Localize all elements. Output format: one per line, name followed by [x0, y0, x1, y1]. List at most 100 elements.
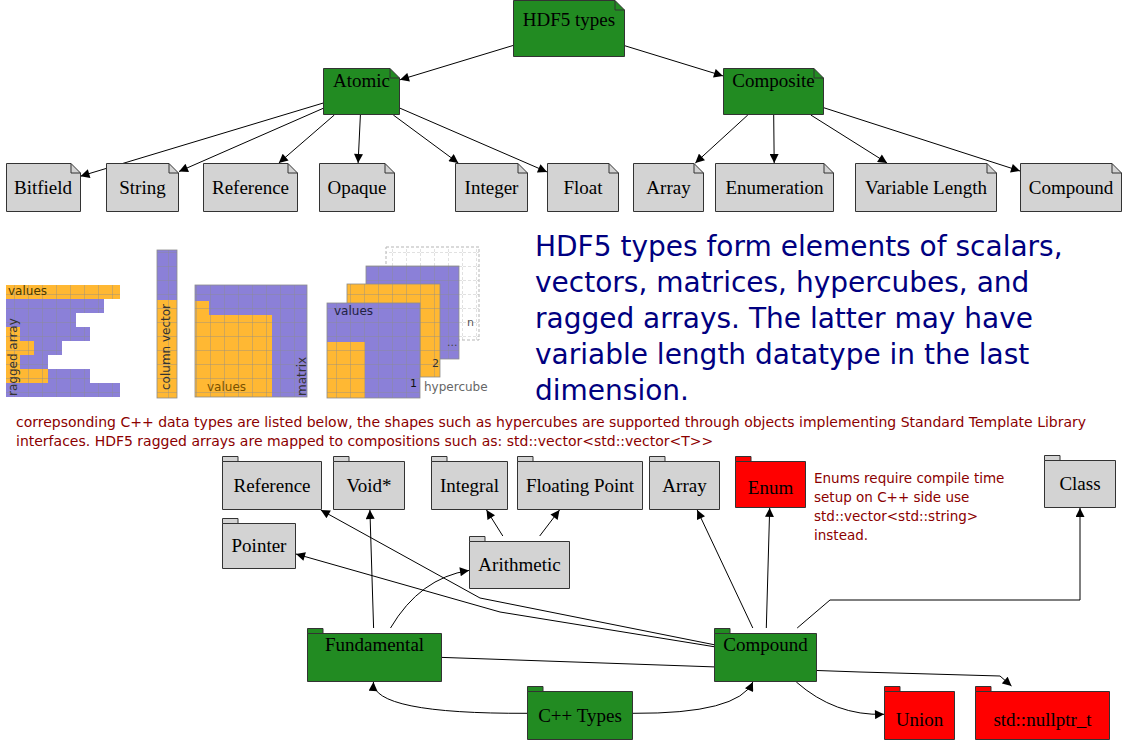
figure-label: values — [8, 284, 47, 298]
grid-lines — [327, 303, 420, 398]
folder-box: Array — [649, 456, 720, 510]
shape-detail — [470, 537, 486, 542]
shape-body — [324, 69, 400, 115]
node-label: Variable Length — [865, 177, 987, 199]
folder-box: Pointer — [222, 518, 296, 569]
node-label: Void* — [346, 475, 391, 497]
node-label: Reference — [212, 177, 289, 199]
folder-box: C++ Types — [527, 686, 633, 740]
shape-detail — [715, 629, 731, 634]
note-box: String — [106, 163, 179, 212]
shape-detail — [71, 164, 81, 174]
node-label: Float — [563, 177, 602, 199]
shape-detail — [615, 1, 625, 11]
note-text: HDF5 types form elements of scalars, vec… — [535, 229, 1120, 409]
grid-lines — [157, 250, 177, 398]
shape-detail — [987, 164, 997, 174]
shape-body — [518, 462, 643, 510]
folder-box: Class — [1044, 455, 1116, 508]
column-vector-figure — [157, 250, 177, 398]
node-label: Bitfield — [14, 177, 72, 199]
node-label: Pointer — [232, 535, 287, 557]
figure-label: ... — [447, 336, 458, 349]
figure-label: values — [207, 380, 246, 394]
axis-label: column vector — [159, 304, 173, 390]
grid-lines — [195, 285, 307, 397]
grid-lines — [6, 285, 120, 299]
node-label: Integral — [440, 475, 499, 497]
shape-detail — [334, 457, 350, 462]
note-box: Bitfield — [6, 163, 81, 212]
connector-arrow — [796, 682, 884, 714]
shape-body — [107, 164, 179, 212]
folder-box: Enum — [735, 456, 806, 508]
node-label: Atomic — [333, 70, 390, 92]
figure-label: n — [467, 316, 474, 329]
cell-row — [6, 299, 104, 313]
note-box: Variable Length — [855, 163, 997, 212]
node-label: Enum — [748, 477, 793, 499]
shape-detail — [223, 457, 239, 462]
node-label: Compound — [1029, 177, 1113, 199]
connector-arrow — [695, 115, 748, 163]
folder-box: Compound — [714, 628, 817, 682]
note-box: Atomic — [323, 68, 400, 115]
cell-row — [6, 285, 120, 299]
shape-detail — [650, 457, 666, 462]
node-label: String — [119, 177, 165, 199]
shape-body — [715, 634, 817, 682]
note-box: HDF5 types — [513, 0, 625, 57]
shape-body — [456, 164, 528, 212]
shape-detail — [609, 164, 619, 174]
connector-arrow — [824, 108, 1020, 171]
node-label: Array — [662, 475, 706, 497]
shape-body — [650, 462, 720, 510]
connector-arrow — [179, 108, 323, 171]
cell-row — [6, 383, 120, 397]
shape-body — [856, 164, 997, 212]
grid-lines — [6, 299, 104, 313]
folder-box: Arithmetic — [469, 536, 570, 589]
shape-body — [1021, 164, 1122, 212]
connector-arrow — [697, 510, 753, 628]
hypercube-figure — [327, 247, 479, 398]
connector-arrow — [766, 508, 769, 628]
shape-body — [514, 1, 625, 57]
note-box: Integer — [455, 163, 528, 212]
folder-box: Floating Point — [517, 456, 643, 510]
connector-arrow — [487, 510, 503, 536]
note-text: Enums require compile time setup on C++ … — [814, 469, 1029, 545]
node-label: Arithmetic — [478, 554, 560, 576]
node-label: Opaque — [327, 177, 386, 199]
note-box: Reference — [203, 163, 298, 212]
figure-label: 1 — [410, 377, 417, 390]
shape-body — [308, 634, 442, 682]
shape-detail — [308, 629, 324, 634]
connector-arrow — [391, 570, 470, 628]
shape-body — [634, 164, 704, 212]
grid-lines — [6, 383, 120, 397]
shape-detail — [824, 164, 834, 174]
folder-box: Void* — [333, 456, 405, 510]
axis-label: ragged array — [6, 318, 20, 396]
shape-detail — [1045, 456, 1061, 461]
connector-arrow — [393, 115, 458, 163]
shape-body — [204, 164, 298, 212]
connector-arrow — [400, 46, 513, 80]
node-label: Composite — [732, 70, 814, 92]
folder-box: Union — [884, 686, 955, 740]
connector-arrow — [633, 682, 753, 713]
figure-label: 2 — [432, 357, 439, 370]
shape-detail — [385, 164, 395, 174]
note-box: Float — [547, 163, 619, 212]
shape-body — [716, 164, 834, 212]
folder-box: Integral — [431, 456, 508, 510]
node-label: Fundamental — [325, 634, 424, 656]
axis-label: matrix — [295, 357, 309, 396]
shape-detail — [288, 164, 298, 174]
connector-arrow — [625, 46, 723, 76]
ragged-array-figure — [6, 285, 120, 397]
shape-body — [1045, 461, 1116, 508]
shape-body — [334, 462, 405, 510]
